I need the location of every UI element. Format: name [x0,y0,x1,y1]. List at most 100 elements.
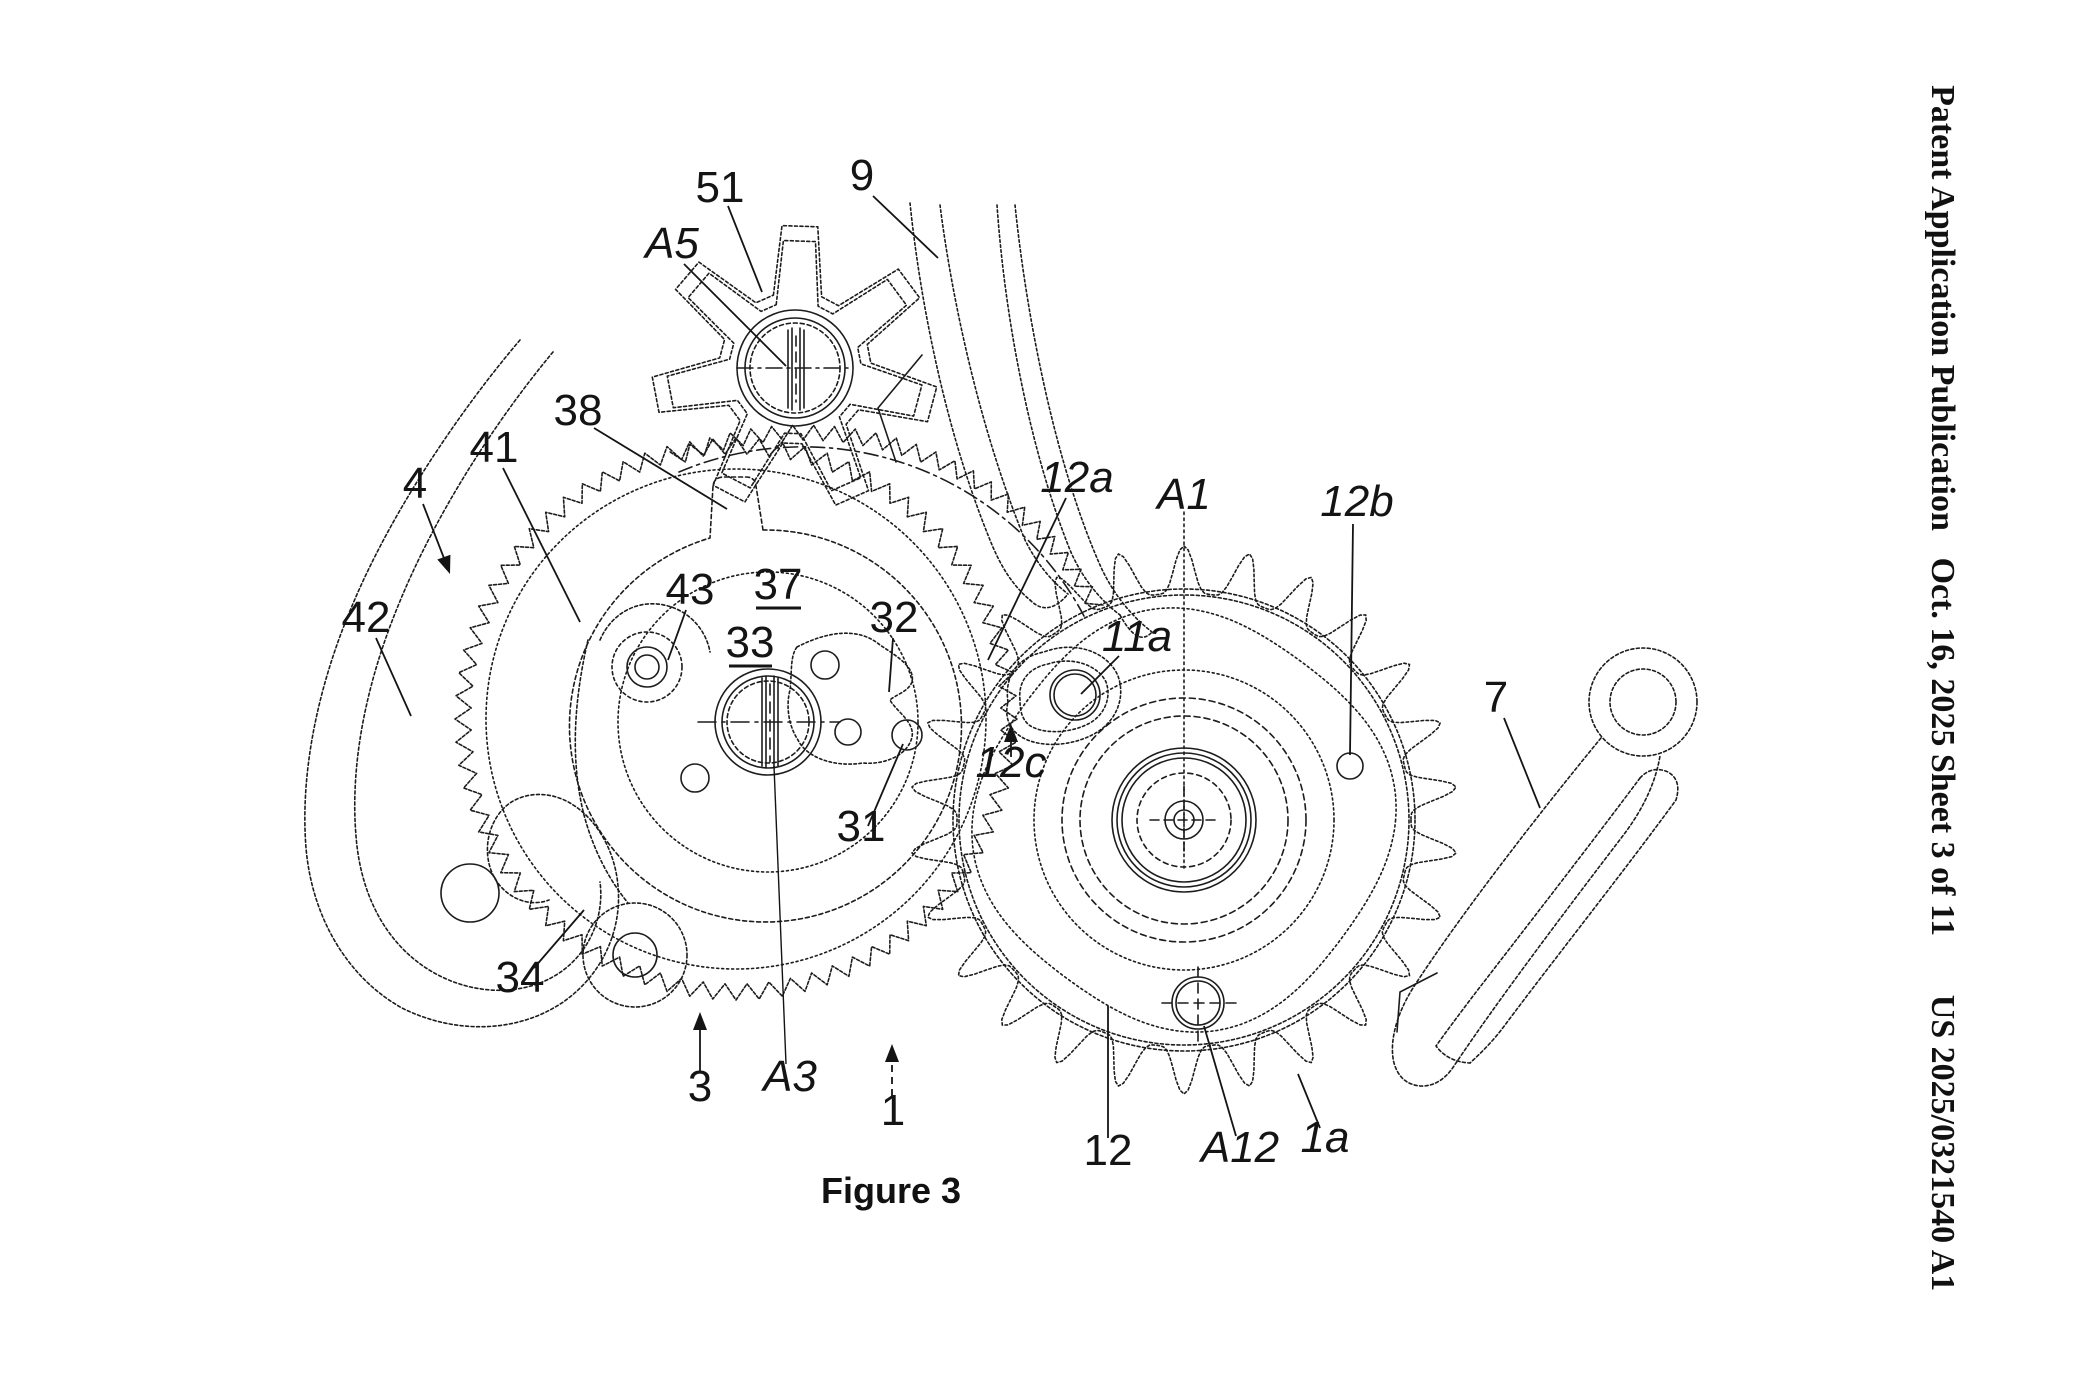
label-12: 12 [1084,1126,1133,1175]
lever-41-edge [574,639,629,904]
lever-9 [877,202,1153,638]
click-spring-black [877,354,923,463]
lever-9-fork-tip [1029,593,1069,609]
label-1: 1 [881,1086,905,1135]
lever-9-edge [1014,204,1153,633]
wheel-3-face-circle [485,468,987,970]
label-7: 7 [1484,673,1508,722]
crown-pitch-arc [678,446,1085,617]
wheel-3 [454,437,1018,1001]
plate-12-outline [971,607,1397,1033]
label-38: 38 [554,386,603,435]
pivot-34-hole [612,932,658,978]
pocket-outline [1005,646,1122,746]
screw-43 [599,602,711,703]
pin-ring [1049,669,1101,721]
lever-42-outer-edge [304,339,620,1028]
leader-51 [727,205,763,293]
label-12c: 12c [976,738,1047,787]
leader-lines [375,195,1541,1138]
label-34: 34 [496,953,545,1002]
leader-A3 [773,765,787,1065]
label-A3: A3 [760,1052,817,1101]
hole [810,650,840,680]
header-publication: Patent Application Publication [1924,85,1961,531]
pin-11a [1005,646,1122,746]
leader-4 [422,503,448,567]
hole-31 [891,719,923,751]
lever-7-ring-hole [1609,668,1677,736]
leader-32 [888,637,894,693]
leader-34 [533,909,585,969]
label-9: 9 [850,151,874,200]
gear-1-teeth [911,545,1457,1095]
leader-42 [375,637,412,717]
star-gear-inner-outline [666,239,923,492]
gear-1-root-circle [958,594,1410,1046]
crown-teeth-arc [669,424,1104,606]
label-A1: A1 [1154,470,1211,519]
disc-37 [568,476,963,923]
label-12a: 12a [1040,453,1113,502]
gear-1-root-circle-2 [952,588,1416,1052]
pivot-A12 [1161,966,1237,1042]
label-41: 41 [470,423,519,472]
lever-7-outer-tine [1391,737,1661,1087]
lever-9-edge [909,202,1031,601]
hole-12b [1336,752,1364,780]
leader-11a [1080,655,1120,695]
label-A5: A5 [642,219,699,268]
leader-1a [1297,1073,1321,1129]
arrowhead-4 [437,554,451,574]
lever-7 [1391,647,1698,1087]
wheel-3-serrated-rim [454,437,1018,1001]
leader-A12 [1203,1025,1237,1137]
lever-42 [304,339,620,1028]
arrowhead-1 [885,1044,899,1062]
cam-32-outline [787,632,914,765]
lever-9-edge [996,204,1121,616]
label-31: 31 [837,802,886,851]
star-gear-51 [651,224,938,506]
lever-7-inner-tine [1469,768,1679,1064]
reference-labels: 51 A5 9 38 41 4 42 43 37 33 32 31 34 3 A… [342,151,1509,1175]
leader-9 [872,195,939,259]
star-hub-A5 [736,309,854,427]
label-3: 3 [688,1062,712,1111]
leader-41 [502,467,581,623]
lever-42-inner-edge [353,351,602,992]
arrowhead-12c [1004,724,1018,742]
pin-ring [1053,673,1097,717]
header-date: Oct. 16, 2025 [1924,558,1961,747]
hub-A1 [1111,511,1257,893]
label-11a: 11a [1102,612,1172,661]
label-43: 43 [666,565,715,614]
screw-core [634,654,660,680]
hole [834,718,862,746]
label-32: 32 [870,593,919,642]
header-sheet: Sheet 3 of 11 [1924,754,1961,936]
leader-43 [667,609,687,661]
label-51: 51 [696,163,745,212]
screw-head [626,646,668,688]
star-gear-outline [651,224,938,506]
lever-9-edge [939,204,1069,595]
label-42: 42 [342,593,391,642]
pocket-inner [1019,660,1109,733]
label-4: 4 [403,459,427,508]
hub-33 [697,668,841,776]
screw-boss-arc [599,602,711,653]
label-A12: A12 [1198,1123,1279,1172]
leader-A5 [683,263,787,367]
lever-42-hole [440,863,500,923]
sheet-header: Patent Application Publication Oct. 16, … [1924,85,1961,1291]
leader-31 [867,743,904,827]
leader-12b [1349,523,1354,756]
leader-12a [987,497,1067,661]
lever-7-inner-tine-edge [1435,777,1641,1064]
leader-arrowheads [437,554,1018,1062]
screw-seat [611,631,683,703]
crown-gear-teeth [669,424,1104,617]
